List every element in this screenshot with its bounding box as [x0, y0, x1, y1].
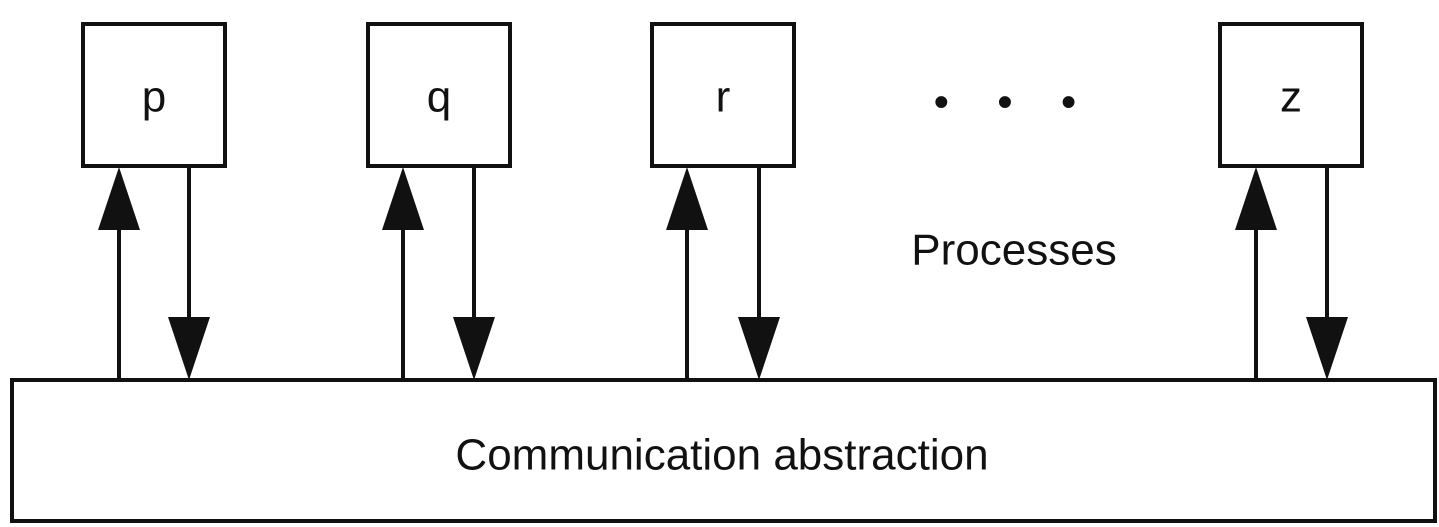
communication-abstraction-box: [10, 378, 1437, 523]
process-label: q: [427, 73, 451, 122]
process-q: q: [366, 22, 512, 380]
process-box: [366, 22, 512, 168]
communication-abstraction-label: Communication abstraction: [455, 431, 988, 480]
process-label: r: [716, 73, 731, 122]
deliver-arrow-head: [738, 317, 780, 380]
process-p: p: [81, 22, 227, 380]
process-box: [1218, 22, 1364, 168]
deliver-arrow-head: [453, 317, 495, 380]
send-arrow-head: [382, 167, 424, 230]
process-box: [650, 22, 796, 168]
process-label: z: [1280, 73, 1302, 122]
send-arrow-head: [1235, 167, 1277, 230]
processes-caption: Processes: [911, 226, 1116, 275]
process-label: p: [142, 73, 166, 122]
process-r: r: [650, 22, 796, 380]
send-arrow-head: [98, 167, 140, 230]
ellipsis-dots: • • •: [934, 78, 1095, 127]
process-z: z: [1218, 22, 1364, 380]
send-arrow-head: [666, 167, 708, 230]
process-box: [81, 22, 227, 168]
deliver-arrow-head: [1306, 317, 1348, 380]
deliver-arrow-head: [168, 317, 210, 380]
